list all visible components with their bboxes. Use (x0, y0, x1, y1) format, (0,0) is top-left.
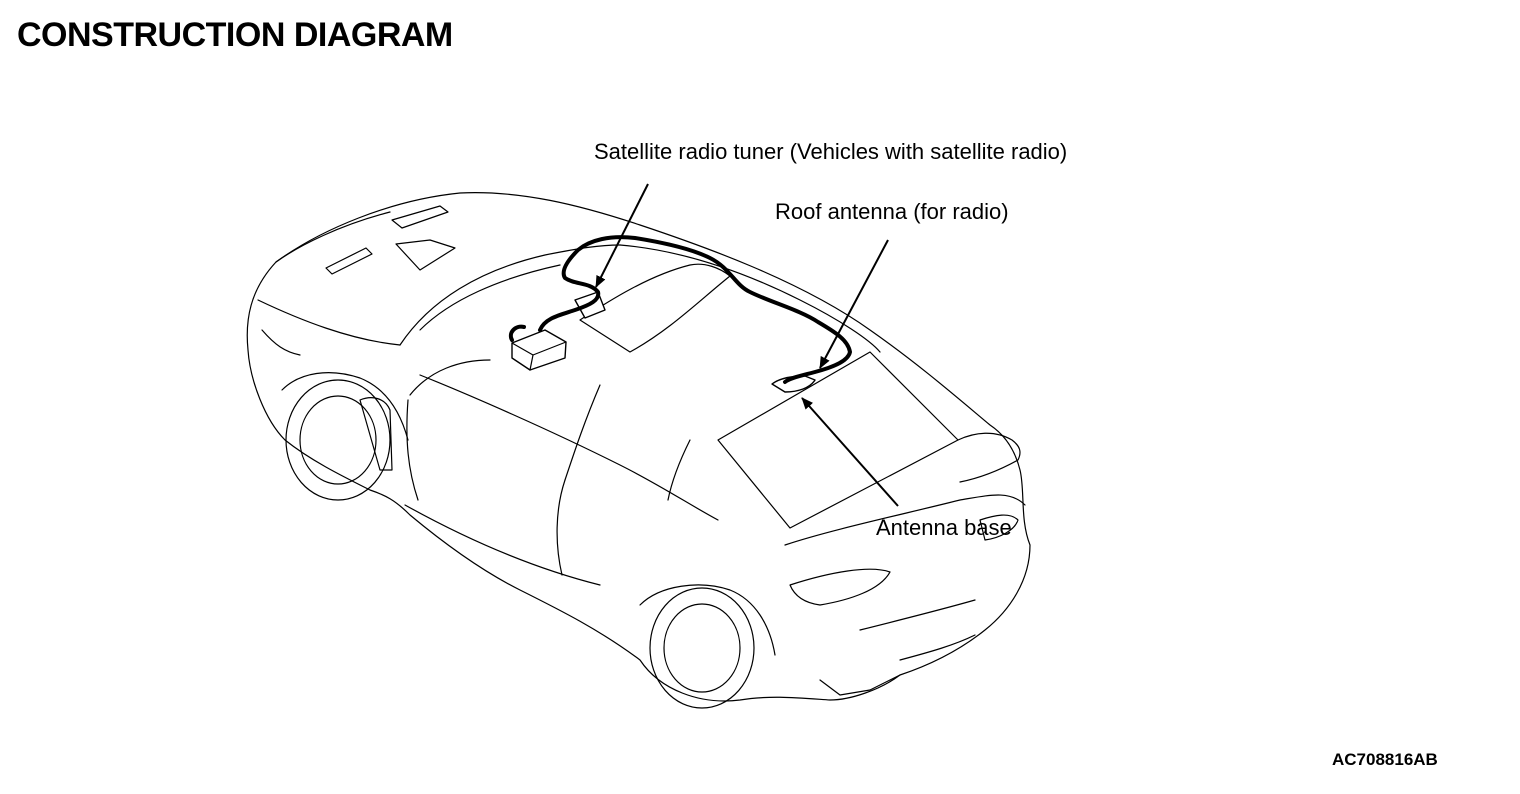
antenna-base-label: Antenna base (876, 515, 1012, 540)
tuner-leader-line (595, 183, 649, 288)
figure-code: AC708816AB (1332, 750, 1438, 769)
roof-antenna-leader-line (819, 239, 889, 369)
rear-wheel (649, 587, 755, 709)
antenna-cable (538, 235, 852, 384)
antenna-base-leader-line (801, 397, 899, 507)
antenna-base (771, 375, 816, 393)
vehicle-body (246, 192, 1031, 709)
page-title: CONSTRUCTION DIAGRAM (17, 16, 453, 54)
roof-antenna-label: Roof antenna (for radio) (775, 199, 1009, 224)
satellite-radio-tuner (508, 324, 567, 371)
satellite-radio-tuner-label: Satellite radio tuner (Vehicles with sat… (594, 139, 1068, 164)
front-wheel (285, 379, 391, 501)
